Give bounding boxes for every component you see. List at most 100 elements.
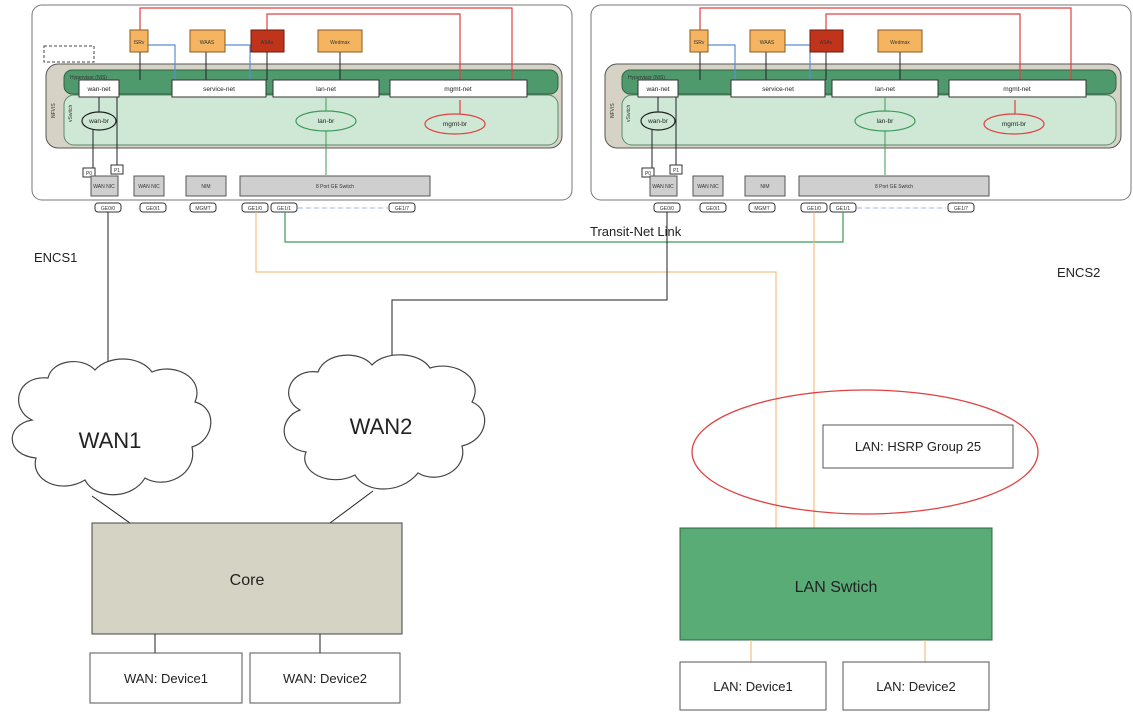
encs1-hypervisor-label: Hypervisor (NIS) bbox=[70, 75, 107, 81]
svg-text:lan-br: lan-br bbox=[318, 118, 335, 125]
hsrp-label: LAN: HSRP Group 25 bbox=[855, 439, 981, 454]
svg-text:WAN NIC: WAN NIC bbox=[697, 184, 719, 190]
lan-device-2 bbox=[842, 661, 990, 711]
svg-text:mgmt-net: mgmt-net bbox=[1003, 86, 1031, 93]
svg-text:WAN NIC: WAN NIC bbox=[138, 184, 160, 190]
encs2-vnf-isrv bbox=[689, 29, 709, 53]
encs1-port-p1 bbox=[110, 164, 124, 175]
transit-net-link bbox=[284, 212, 844, 243]
svg-text:Wedmax: Wedmax bbox=[890, 40, 910, 46]
lan-device-1 bbox=[679, 661, 827, 711]
lan-switch bbox=[679, 527, 993, 641]
encs1-chassis: NFVIS Hypervisor (NIS) vSwitch ISRv WAAS… bbox=[31, 4, 573, 213]
core-label: Core bbox=[230, 572, 265, 589]
svg-text:8 Port GE Switch: 8 Port GE Switch bbox=[875, 184, 913, 190]
svg-text:lan-net: lan-net bbox=[875, 86, 895, 93]
svg-text:wan-net: wan-net bbox=[86, 86, 110, 93]
svg-text:WAN: Device1: WAN: Device1 bbox=[124, 671, 208, 686]
svg-text:GE1/0: GE1/0 bbox=[248, 206, 262, 212]
core-router bbox=[91, 522, 403, 635]
svg-text:NIM: NIM bbox=[760, 184, 769, 190]
svg-text:GE1/1: GE1/1 bbox=[277, 206, 291, 212]
svg-text:WAAS: WAAS bbox=[760, 40, 775, 46]
transit-net-link-label: Transit-Net Link bbox=[590, 224, 682, 239]
encs1-label: ENCS1 bbox=[34, 250, 77, 265]
svg-text:mgmt-br: mgmt-br bbox=[443, 121, 468, 128]
encs2-ge-switch bbox=[798, 175, 990, 197]
encs2-wan2-link bbox=[391, 212, 668, 366]
encs1-vnf-asav-label: ASAv bbox=[261, 40, 274, 46]
svg-text:lan-net: lan-net bbox=[316, 86, 336, 93]
svg-text:P1: P1 bbox=[673, 168, 679, 174]
encs1-mgmt-net bbox=[389, 79, 528, 98]
svg-text:WAN NIC: WAN NIC bbox=[93, 184, 115, 190]
encs2-mgmt-br bbox=[983, 113, 1045, 135]
svg-text:NIM: NIM bbox=[201, 184, 210, 190]
svg-text:P0: P0 bbox=[86, 171, 92, 177]
svg-text:MGMT: MGMT bbox=[195, 206, 210, 212]
encs1-nfvis-label: NFVIS bbox=[51, 103, 57, 118]
encs1-wan-nic-2 bbox=[133, 175, 165, 197]
encs2-label: ENCS2 bbox=[1057, 265, 1100, 280]
svg-text:P1: P1 bbox=[114, 168, 120, 174]
svg-text:ASAv: ASAv bbox=[820, 40, 833, 46]
encs1-port-p0 bbox=[82, 167, 96, 178]
encs1-vswitch-label: vSwitch bbox=[68, 105, 74, 122]
encs2-wan-nic-2 bbox=[692, 175, 724, 197]
encs2-wan-nic-1 bbox=[649, 175, 678, 197]
wan2-cloud: WAN2 bbox=[283, 354, 486, 490]
encs2-vnf-asav bbox=[809, 29, 844, 53]
encs2-vswitch-label: vSwitch bbox=[626, 105, 632, 122]
wan2-label: WAN2 bbox=[350, 414, 413, 439]
encs2-wan-br bbox=[640, 111, 676, 131]
svg-text:service-net: service-net bbox=[762, 86, 794, 93]
wan-device-1 bbox=[89, 652, 243, 704]
encs1-wan-br bbox=[81, 111, 117, 131]
encs1-vnf-waas-label: WAAS bbox=[200, 40, 215, 46]
svg-text:GE0/0: GE0/0 bbox=[660, 206, 674, 212]
encs1-mgmt-br bbox=[424, 113, 486, 135]
svg-text:mgmt-br: mgmt-br bbox=[1002, 121, 1027, 128]
svg-text:WAN: Device2: WAN: Device2 bbox=[283, 671, 367, 686]
svg-text:wan-br: wan-br bbox=[647, 118, 669, 125]
svg-text:GE0/1: GE0/1 bbox=[146, 206, 160, 212]
wan-device-2 bbox=[249, 652, 401, 704]
svg-text:WAN NIC: WAN NIC bbox=[652, 184, 674, 190]
encs1-vnf-wedmax bbox=[317, 29, 363, 53]
svg-text:wan-br: wan-br bbox=[88, 118, 110, 125]
encs1-lan-uplink bbox=[255, 212, 777, 528]
encs1-vnf-asav bbox=[250, 29, 285, 53]
encs2-vnf-wedmax bbox=[877, 29, 923, 53]
encs1-vnf-waas bbox=[189, 29, 226, 53]
encs2-mgmt-net bbox=[948, 79, 1087, 98]
encs2-port-p0 bbox=[641, 167, 655, 178]
encs2-service-net bbox=[730, 79, 826, 98]
svg-text:GE0/0: GE0/0 bbox=[101, 206, 115, 212]
svg-text:mgmt-net: mgmt-net bbox=[444, 86, 472, 93]
encs1-vnf-isrv-label: ISRv bbox=[134, 40, 145, 46]
encs1-wan-nic-1 bbox=[90, 175, 119, 197]
svg-text:P0: P0 bbox=[645, 171, 651, 177]
lan-switch-label: LAN Swtich bbox=[795, 579, 878, 596]
hsrp-group-box bbox=[822, 424, 1014, 469]
encs1-vnf-wedmax-label: Wedmax bbox=[330, 40, 350, 46]
encs1-service-net bbox=[171, 79, 267, 98]
svg-text:GE1/1: GE1/1 bbox=[836, 206, 850, 212]
encs2-port-p1 bbox=[669, 164, 683, 175]
svg-text:wan-net: wan-net bbox=[645, 86, 669, 93]
wan1-label: WAN1 bbox=[79, 428, 142, 453]
hsrp-group-ellipse bbox=[691, 389, 1039, 515]
encs1-vnf-isrv bbox=[129, 29, 149, 53]
encs1-dashed-slot bbox=[43, 45, 95, 63]
encs1-ge-switch bbox=[239, 175, 431, 197]
svg-text:ISRv: ISRv bbox=[694, 40, 705, 46]
svg-text:GE0/1: GE0/1 bbox=[706, 206, 720, 212]
svg-text:lan-br: lan-br bbox=[877, 118, 894, 125]
encs2-hypervisor-label: Hypervisor (NIS) bbox=[628, 75, 665, 81]
svg-text:8 Port GE Switch: 8 Port GE Switch bbox=[316, 184, 354, 190]
svg-text:service-net: service-net bbox=[203, 86, 235, 93]
svg-text:GE1/7: GE1/7 bbox=[395, 206, 409, 212]
encs1-nim bbox=[185, 175, 227, 197]
svg-text:GE1/0: GE1/0 bbox=[807, 206, 821, 212]
